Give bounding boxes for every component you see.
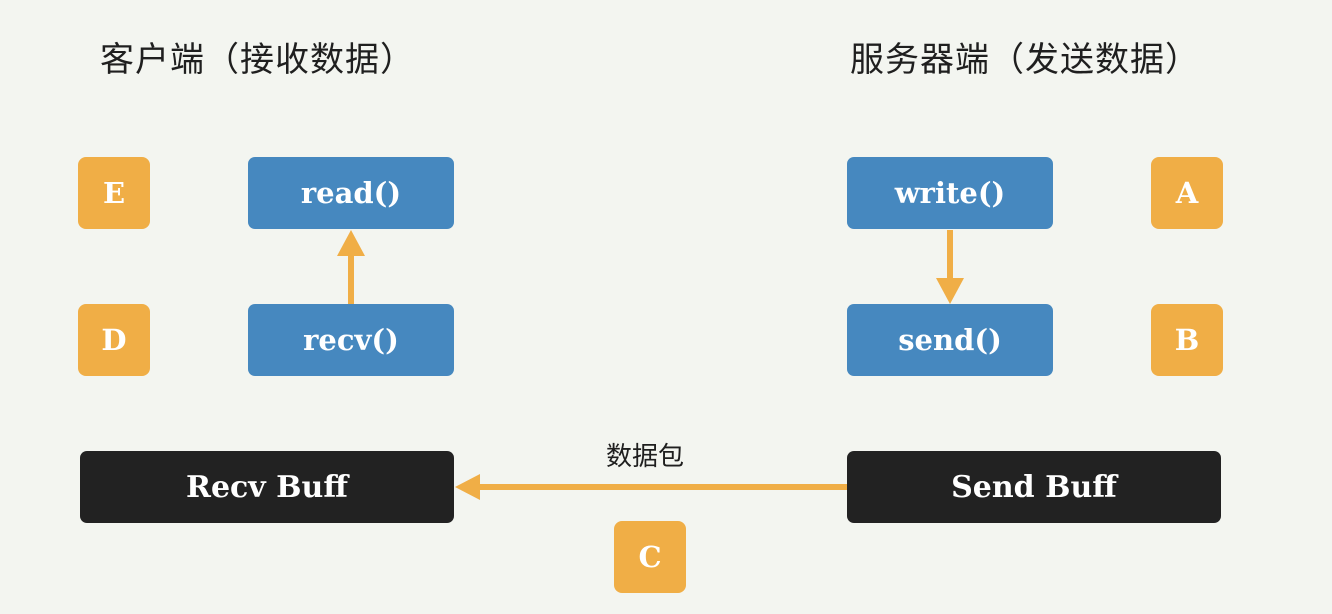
step-tag-e: E [78, 157, 150, 229]
write-function-box: write() [847, 157, 1053, 229]
packet-label: 数据包 [606, 442, 685, 472]
step-tag-c: C [614, 521, 686, 593]
step-tag-d: D [78, 304, 150, 376]
recv-to-read-arrow [337, 230, 365, 304]
write-to-send-arrow [936, 230, 964, 304]
recv-function-box: recv() [248, 304, 454, 376]
server-title: 服务器端（发送数据） [850, 40, 1200, 80]
recv-buffer: Recv Buff [80, 451, 454, 523]
read-function-box: read() [248, 157, 454, 229]
step-tag-a: A [1151, 157, 1223, 229]
send-buffer-to-recv-buffer-arrow [455, 474, 847, 500]
send-buffer: Send Buff [847, 451, 1221, 523]
send-function-box: send() [847, 304, 1053, 376]
step-tag-b: B [1151, 304, 1223, 376]
client-title: 客户端（接收数据） [100, 40, 415, 80]
